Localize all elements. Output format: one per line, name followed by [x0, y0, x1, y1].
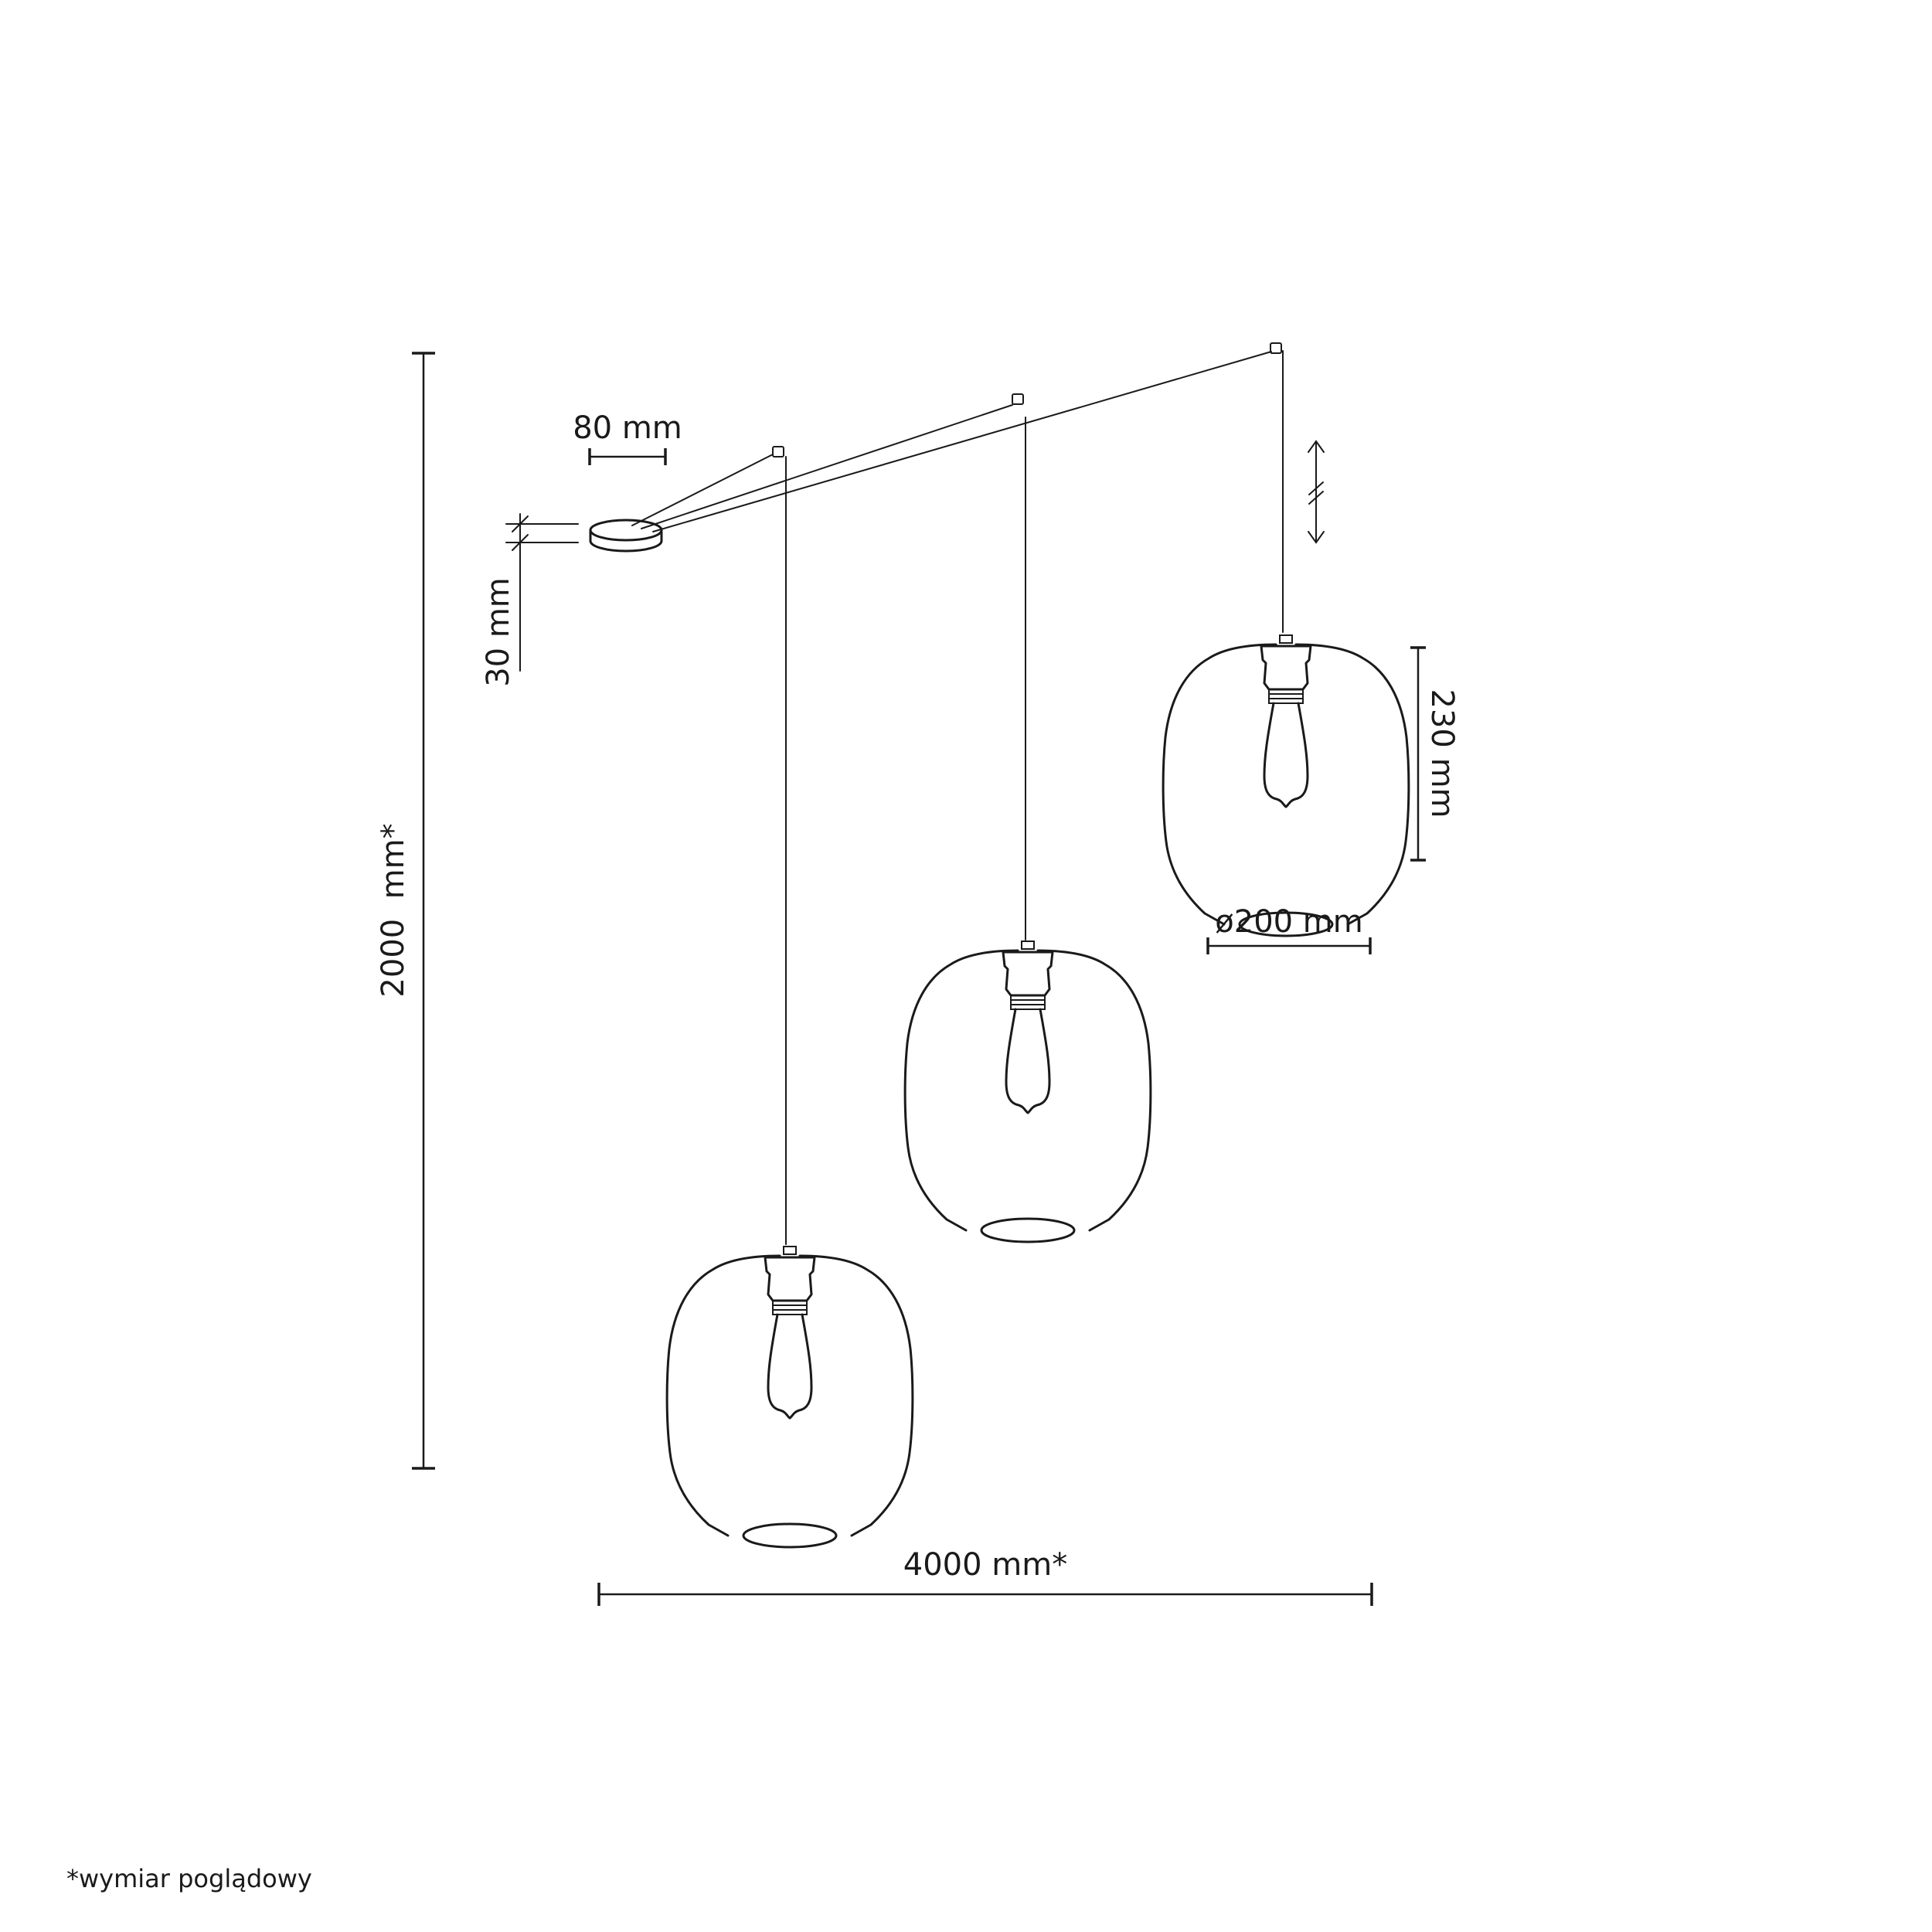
- footnote: *wymiar poglądowy: [66, 1864, 312, 1893]
- total-width-dimension: [597, 1583, 1373, 1606]
- suspension-cables: [631, 351, 1272, 532]
- shade-diameter-dimension: [1206, 937, 1372, 954]
- canopy-height-dimension: [505, 513, 579, 672]
- pendant-lamp-middle: [903, 940, 1152, 1243]
- ceiling-hooks: [772, 342, 1282, 457]
- adjustable-height-arrow-icon: [1308, 440, 1325, 544]
- drop-cords: [785, 350, 1284, 1245]
- canopy-diameter-dimension: [588, 448, 667, 465]
- shade-height-label: 230 mm: [1424, 689, 1460, 818]
- ceiling-canopy: [589, 519, 663, 553]
- shade-diameter-label: ø200 mm: [1215, 904, 1362, 940]
- canopy-height-label: 30 mm: [481, 577, 516, 687]
- total-width-label: 4000 mm*: [903, 1547, 1067, 1583]
- shade-height-dimension: [1410, 646, 1426, 862]
- pendant-lamp-right: [1162, 634, 1410, 937]
- pendant-lamp-left: [665, 1245, 914, 1549]
- total-height-label: 2000 mm*: [376, 823, 411, 997]
- total-height-dimension: [412, 352, 435, 1470]
- canopy-diameter-label: 80 mm: [573, 410, 682, 446]
